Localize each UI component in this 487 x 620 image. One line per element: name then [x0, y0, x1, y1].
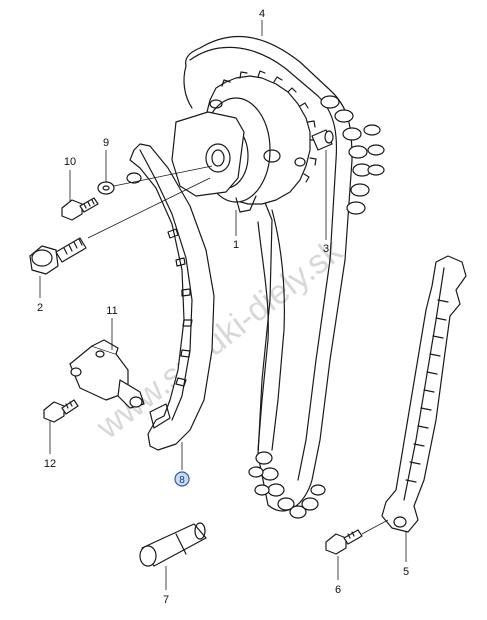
callout-3[interactable]: 3 — [323, 243, 329, 255]
bolt-part-10 — [61, 197, 99, 221]
callout-7[interactable]: 7 — [163, 594, 169, 606]
bolt-part-2 — [29, 237, 87, 275]
callout-4[interactable]: 4 — [259, 8, 265, 20]
leader-lines — [39, 20, 407, 590]
tensioner-plunger — [69, 339, 145, 409]
chain-tensioner-arm — [126, 143, 215, 451]
bolt-6-guide-line — [361, 519, 389, 535]
callout-10[interactable]: 10 — [64, 156, 76, 168]
timing-chain — [183, 36, 385, 519]
callout-8-highlight[interactable]: 8 — [174, 471, 190, 487]
bolt-part-12 — [43, 399, 79, 423]
cam-sprocket-assembly — [171, 70, 318, 213]
callout-8[interactable]: 8 — [179, 475, 185, 486]
dowel-pin — [311, 129, 334, 151]
callout-12[interactable]: 12 — [44, 458, 56, 470]
watermark-text: www.suzuki-diely.sk — [89, 231, 350, 447]
chain-links-bottom — [248, 451, 326, 519]
washer-part-9 — [97, 181, 115, 195]
callout-6[interactable]: 6 — [335, 584, 341, 596]
callout-9[interactable]: 9 — [103, 137, 109, 149]
washer-9-guide-line — [113, 165, 213, 187]
callout-11[interactable]: 11 — [106, 305, 117, 317]
callout-2[interactable]: 2 — [37, 302, 43, 314]
callout-5[interactable]: 5 — [403, 566, 409, 578]
pin-part-7 — [139, 522, 207, 567]
chain-guide — [381, 255, 467, 533]
chain-links-right — [320, 95, 385, 215]
bolt-part-6 — [325, 529, 363, 555]
highlight-ring — [174, 471, 190, 487]
bolt-2-guide-line — [87, 177, 211, 239]
callout-1[interactable]: 1 — [233, 239, 239, 251]
